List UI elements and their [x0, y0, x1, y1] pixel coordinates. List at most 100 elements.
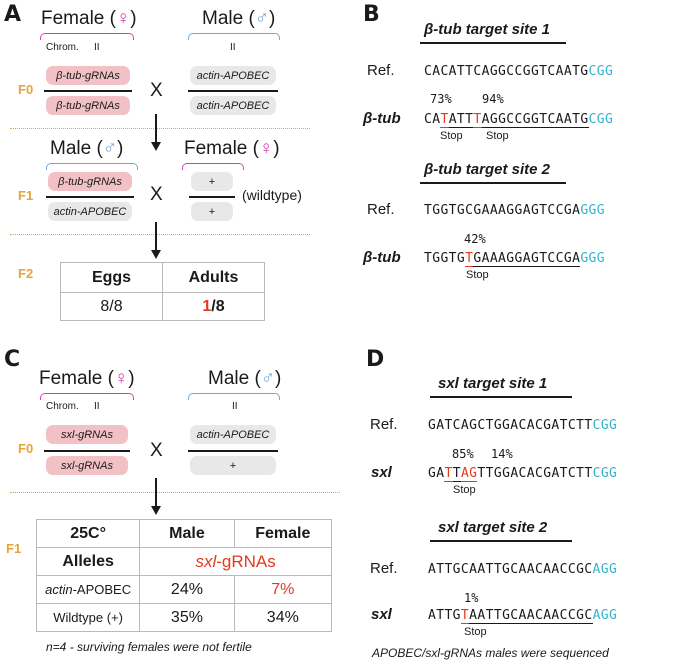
chrom-label: Chrom. [46, 42, 79, 53]
generation-f1: F1 [6, 541, 22, 556]
grna-label: sxl-gRNAs [139, 547, 332, 576]
panel-letter-c: C [4, 347, 21, 372]
cross-symbol: X [150, 184, 163, 205]
female-symbol-icon: ♀ [115, 8, 131, 29]
arrow-f0-f1-head [151, 142, 161, 151]
male-symbol-icon: ♂ [254, 8, 270, 29]
f0-male-allele-bottom: + [190, 456, 276, 475]
seq-part: T [452, 466, 461, 482]
f0-female-allele-bottom: β-tub-gRNAs [46, 96, 130, 115]
f0-female-divider [44, 450, 130, 452]
apobec-male-value: 24% [139, 575, 235, 604]
f0-male-allele-top: actin-APOBEC [190, 425, 276, 444]
btub-site1-title-underline [420, 42, 566, 44]
chrom-number-female: II [94, 401, 100, 412]
seq-part: AGGCCGGTCAATG [481, 112, 589, 127]
row-label-wildtype: Wildtype (+) [35, 603, 141, 632]
f0-male-allele-bottom: actin-APOBEC [190, 96, 276, 115]
mutated-base: T [444, 466, 453, 482]
female-text: Female ( [39, 368, 114, 389]
f1-male-divider [46, 196, 134, 198]
chrom-number-male: II [230, 42, 236, 53]
f0-male-divider [188, 450, 278, 452]
sxl-site2-pct: 1% [464, 591, 479, 605]
btub-site1-title-text: β-tub target site 1 [424, 21, 550, 38]
adults-value: 1/8 [162, 292, 265, 321]
seq-main: ATTGCAATTGCAACAACCGC [428, 562, 593, 577]
pam-sequence: CGG [592, 466, 618, 481]
btub-site2-title-text: β-tub target site 2 [424, 161, 550, 178]
gene-label-btub: β-tub [363, 110, 401, 127]
table-header-male: Male [139, 519, 235, 548]
apobec-female-value: 7% [233, 575, 333, 604]
chrom-number-female: II [94, 42, 100, 53]
table-header-female: Female [233, 519, 333, 548]
f0-female-divider [44, 90, 132, 92]
adults-value-red: 1 [202, 297, 212, 315]
grna-italic: sxl [195, 551, 217, 571]
female-close: ) [130, 8, 137, 29]
female-close: ) [128, 368, 135, 389]
pam-sequence: GGG [580, 203, 605, 218]
male-close: ) [269, 8, 276, 29]
female-label: Female (♀) [41, 8, 137, 30]
pam-sequence: CGG [588, 64, 614, 79]
male-text: Male ( [202, 8, 255, 29]
f0-female-allele-bottom: sxl-gRNAs [46, 456, 128, 475]
sxl-site1-title-underline [430, 396, 572, 398]
f1-female-label: Female (♀) [184, 138, 280, 160]
f0-male-allele-top: actin-APOBEC [190, 66, 276, 85]
f1-female-allele-top: + [191, 172, 233, 191]
ref-label: Ref. [370, 416, 398, 433]
sxl-site1-title-text: sxl target site 1 [438, 375, 548, 392]
btub-site1-pct-2: 94% [482, 92, 504, 106]
mutated-base: AG [460, 466, 478, 482]
generation-divider-1 [10, 128, 310, 129]
f1-male-allele-top: β-tub-gRNAs [48, 172, 132, 191]
sxl-site2-ref-sequence: ATTGCAATTGCAACAACCGCAGG [428, 562, 617, 577]
stop-label: Stop [486, 130, 509, 142]
panel-c-caption: n=4 - surviving females were not fertile [46, 640, 252, 654]
panel-letter-b: B [363, 2, 380, 27]
generation-f1: F1 [18, 188, 34, 203]
mutated-base: T [473, 112, 482, 128]
sxl-site1-mutant-sequence: GATTAGTTGGACACGATCTTCGG [428, 466, 618, 482]
stop-label: Stop [464, 626, 487, 638]
f1-female-allele-bottom: + [191, 202, 233, 221]
seq-part: ATTG [428, 608, 461, 623]
f1-female-divider [189, 196, 235, 198]
generation-f0: F0 [18, 82, 34, 97]
btub-site2-pct: 42% [464, 232, 486, 246]
f0-female-allele-top: β-tub-gRNAs [46, 66, 130, 85]
male-text: Male ( [208, 368, 261, 389]
stop-label: Stop [440, 130, 463, 142]
stop-label: Stop [466, 269, 489, 281]
male-bracket [188, 393, 280, 400]
f1-male-allele-bottom: actin-APOBEC [48, 202, 132, 221]
wildtype-label: (wildtype) [242, 187, 302, 203]
female-bracket [40, 33, 134, 40]
panel-letter-a: A [4, 2, 22, 27]
btub-site2-title: β-tub target site 2 [424, 161, 550, 178]
sxl-site2-title-text: sxl target site 2 [438, 519, 548, 536]
seq-part: GA [428, 466, 445, 481]
row-label-rest: -APOBEC [72, 582, 132, 597]
generation-divider-2 [10, 234, 310, 235]
btub-site1-ref-sequence: CACATTCAGGCCGGTCAATGCGG [424, 64, 613, 79]
male-symbol-icon: ♂ [102, 138, 118, 159]
row-label-italic: actin [45, 582, 73, 597]
sxl-site1-ref-sequence: GATCAGCTGGACACGATCTTCGG [428, 418, 617, 433]
f0-female-allele-top: sxl-gRNAs [46, 425, 128, 444]
f1-female-bracket [182, 163, 244, 170]
btub-site1-title: β-tub target site 1 [424, 21, 550, 38]
gene-label-sxl: sxl [371, 464, 392, 481]
male-bracket [188, 33, 280, 40]
sxl-site1-pct-2: 14% [491, 447, 513, 461]
seq-part: CA [424, 112, 441, 127]
gene-label-btub: β-tub [363, 249, 401, 266]
generation-f2: F2 [18, 266, 34, 281]
female-label: Female (♀) [39, 368, 135, 390]
btub-site2-title-underline [420, 182, 566, 184]
panel-letter-d: D [366, 347, 385, 372]
female-symbol-icon: ♀ [113, 368, 129, 389]
